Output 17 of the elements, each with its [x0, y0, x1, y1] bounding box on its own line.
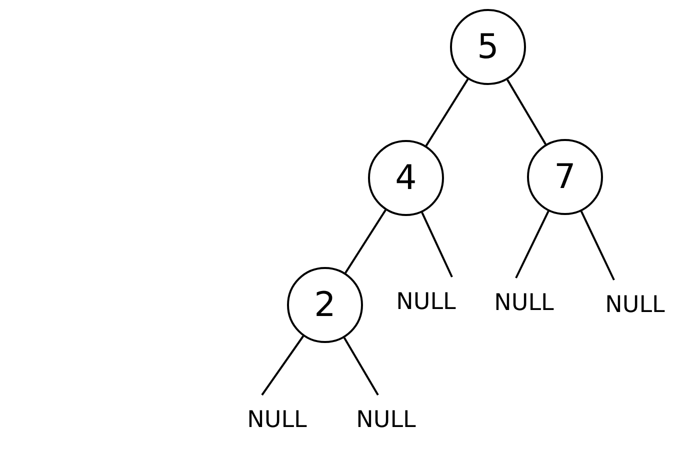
tree-edge	[425, 78, 469, 146]
tree-node-circle: 7	[527, 139, 603, 215]
null-leaf-label: NULL	[389, 277, 463, 319]
tree-edge	[506, 79, 546, 145]
tree-node-circle: 2	[287, 267, 363, 343]
tree-edge	[261, 336, 304, 396]
null-leaf-label: NULL	[240, 395, 314, 437]
tree-edge	[580, 210, 615, 280]
null-leaf-label: NULL	[487, 278, 561, 320]
null-leaf-label: NULL	[598, 280, 672, 322]
tree-node-circle: 4	[368, 140, 444, 216]
null-leaf-label: NULL	[349, 395, 423, 437]
tree-edge	[421, 212, 453, 278]
tree-node-circle: 5	[450, 9, 526, 85]
tree-edge	[343, 337, 379, 396]
tree-edge	[515, 210, 550, 278]
tree-edge	[344, 210, 386, 274]
